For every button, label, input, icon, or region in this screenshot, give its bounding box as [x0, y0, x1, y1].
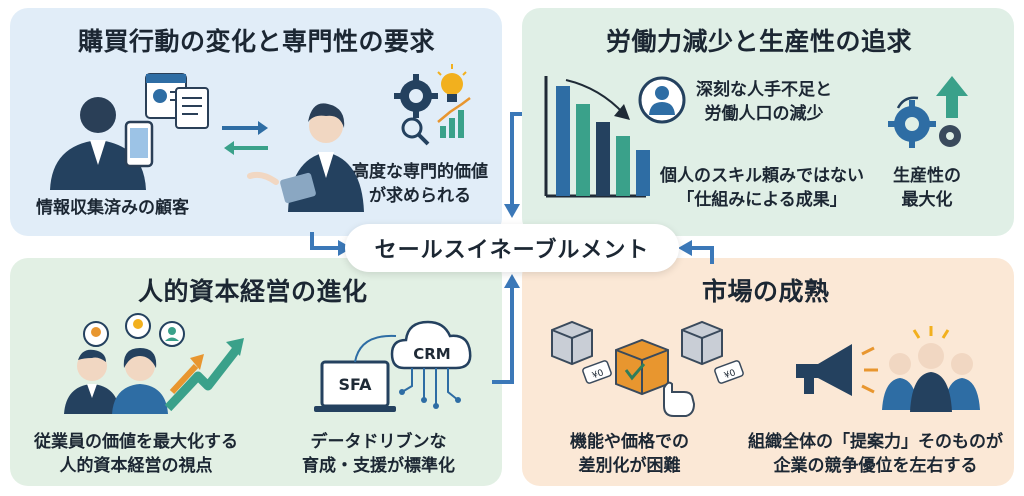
sales-enablement-center: セールスイネーブルメント	[345, 224, 679, 272]
label-labor-shortage: 深刻な人手不足と 労働人口の減少	[696, 80, 832, 124]
title-human-capital: 人的資本経営の進化	[138, 277, 368, 306]
sfa-laptop-icon: SFA	[314, 334, 397, 412]
title-buying-behavior: 購買行動の変化と専門性の要求	[78, 27, 436, 56]
label-employee-value: 従業員の価値を最大化する 人的資本経営の視点	[34, 432, 238, 476]
label-informed-customer: 情報収集済みの顧客	[36, 198, 189, 218]
title-labor-decline: 労働力減少と生産性の追求	[606, 27, 913, 56]
connector-arrows	[310, 112, 714, 384]
megaphone-icon	[796, 344, 878, 396]
consultant-person-icon	[247, 103, 364, 212]
info-document-icon	[145, 73, 209, 129]
product-boxes-icon	[551, 320, 723, 396]
price-tag-text-1: ¥0	[591, 368, 605, 381]
crm-text: CRM	[413, 345, 451, 363]
sfa-text: SFA	[339, 375, 373, 394]
productivity-gears-icon	[888, 76, 968, 148]
team-icon	[882, 326, 980, 412]
worker-profile-icon	[638, 76, 686, 124]
label-data-driven: データドリブンな 育成・支援が標準化	[302, 432, 455, 476]
crm-cloud-icon: CRM	[390, 320, 472, 409]
label-maximize-productivity: 生産性の 最大化	[893, 166, 961, 210]
label-systemized-results: 個人のスキル頼みではない 「仕組みによる成果」	[660, 166, 864, 210]
customer-person-icon	[50, 97, 146, 190]
label-proposal-power: 組織全体の「提案力」そのものが 企業の競争優位を左右する	[748, 432, 1003, 476]
label-expertise: 高度な専門的価値 が求められる	[352, 162, 488, 206]
exchange-arrows-icon	[222, 121, 268, 155]
employees-icon	[64, 348, 168, 414]
price-tag-icons: ¥0 ¥0	[582, 360, 744, 384]
declining-bar-chart	[544, 76, 650, 198]
pointing-hand-icon	[663, 381, 696, 417]
title-market-maturity: 市場の成熟	[702, 277, 830, 306]
price-tag-text-2: ¥0	[723, 368, 737, 381]
idea-bubbles-icon	[83, 313, 185, 347]
label-differentiation: 機能や価格での 差別化が困難	[570, 432, 689, 476]
expertise-icons	[394, 64, 471, 146]
growth-arrow-icon	[164, 338, 244, 412]
smartphone-icon	[124, 120, 154, 168]
